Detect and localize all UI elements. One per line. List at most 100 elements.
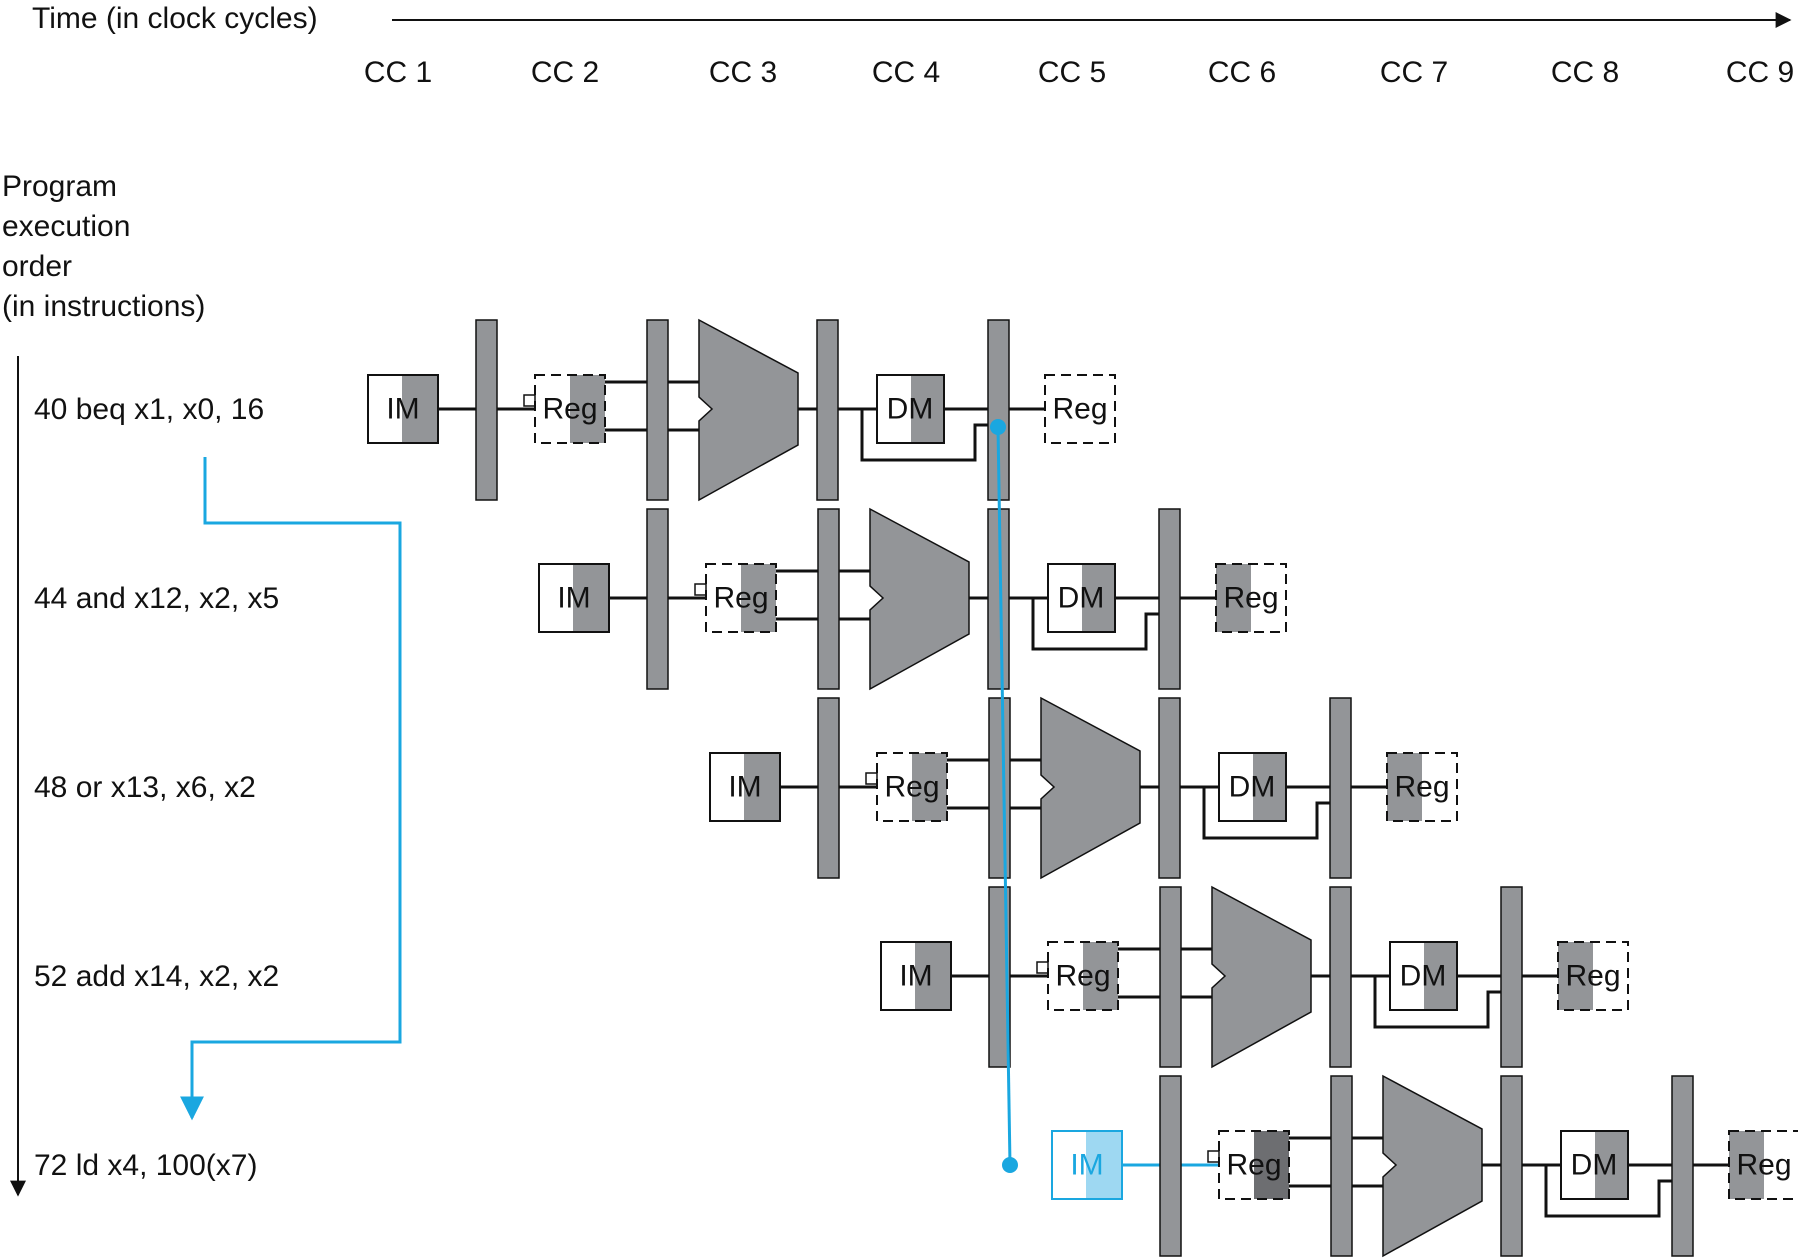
reg-read-shade	[570, 375, 605, 443]
register-read-box	[534, 374, 606, 444]
reg-read-label: Reg	[713, 582, 768, 615]
cycle-label: CC 4	[872, 56, 940, 89]
register-write-box	[1044, 374, 1116, 444]
branch-resolve-line	[996, 426, 1012, 1166]
im-label: IM	[1070, 1149, 1103, 1182]
pipeline-register	[1159, 886, 1182, 1068]
data-memory-box	[1560, 1130, 1629, 1200]
dm-label: DM	[1571, 1149, 1618, 1182]
reg-write-label: Reg	[1565, 960, 1620, 993]
pipeline-register	[1500, 886, 1523, 1068]
instruction-memory-box	[709, 752, 781, 822]
alu	[1040, 696, 1141, 880]
bypass-wire	[1353, 974, 1501, 1029]
cycle-label: CC 9	[1726, 56, 1794, 89]
pipeline-register	[646, 319, 669, 501]
branch-indicators	[180, 419, 1018, 1173]
cycle-label: CC 7	[1380, 56, 1448, 89]
register-write-box	[1386, 752, 1458, 822]
reg-write-port	[1036, 961, 1049, 974]
reg-write-label: Reg	[1736, 1149, 1791, 1182]
im-shade	[1086, 1131, 1122, 1199]
pipeline-register	[1330, 1075, 1353, 1257]
reg-read-label: Reg	[884, 771, 939, 804]
alu	[1382, 1074, 1483, 1258]
register-write-box	[1215, 563, 1287, 633]
cycle-label: CC 5	[1038, 56, 1106, 89]
pipeline-register	[1158, 508, 1181, 690]
branch-target-arrow	[180, 457, 402, 1121]
reg-read-label: Reg	[1055, 960, 1110, 993]
order-axis-label-line-4: (in instructions)	[2, 290, 205, 323]
order-axis-label-line-1: Program	[2, 170, 117, 203]
pipeline-register	[646, 508, 669, 690]
dm-shade	[911, 375, 944, 443]
register-read-box	[876, 752, 948, 822]
instruction-memory-box	[880, 941, 952, 1011]
pipeline-register	[1158, 697, 1181, 879]
reg-write-port	[1207, 1150, 1220, 1163]
reg-read-label: Reg	[1226, 1149, 1281, 1182]
cycle-label: CC 1	[364, 56, 432, 89]
reg-read-shade	[1254, 1131, 1289, 1199]
instruction-row: 44 and x12, x2, x5 IM Reg DM Reg	[34, 507, 1287, 691]
bypass-wire	[840, 407, 988, 462]
data-memory-box	[1047, 563, 1116, 633]
im-label: IM	[557, 582, 590, 615]
alu	[869, 507, 970, 691]
pipeline-register	[1329, 886, 1352, 1068]
branch-resolve-dot-end	[1002, 1157, 1018, 1173]
cycle-label: CC 8	[1551, 56, 1619, 89]
program-order-axis: Program execution order (in instructions…	[2, 170, 205, 1197]
branch-resolve-dot-start	[990, 419, 1006, 435]
im-label: IM	[899, 960, 932, 993]
pipeline-register	[1159, 1075, 1182, 1257]
im-shade	[573, 564, 609, 632]
time-axis-label: Time (in clock cycles)	[32, 2, 318, 35]
pipeline-register	[1500, 1075, 1523, 1257]
dm-shade	[1424, 942, 1457, 1010]
instruction-memory-box	[1051, 1130, 1123, 1200]
pipeline-register	[817, 508, 840, 690]
register-read-box	[705, 563, 777, 633]
pipeline-register	[475, 319, 498, 501]
order-axis-label-line-2: execution	[2, 210, 130, 243]
instruction-label: 48 or x13, x6, x2	[34, 771, 256, 804]
data-memory-box	[1218, 752, 1287, 822]
bypass-wire	[1182, 785, 1330, 840]
reg-write-port	[694, 583, 707, 596]
cycle-label: CC 2	[531, 56, 599, 89]
instruction-memory-box	[538, 563, 610, 633]
reg-write-shade	[1387, 753, 1422, 821]
register-read-box	[1218, 1130, 1290, 1200]
reg-write-shade	[1216, 564, 1251, 632]
reg-write-port	[865, 772, 878, 785]
reg-write-label: Reg	[1223, 582, 1278, 615]
reg-write-port	[523, 394, 536, 407]
instruction-label: 40 beq x1, x0, 16	[34, 393, 264, 426]
instruction-label: 52 add x14, x2, x2	[34, 960, 279, 993]
dm-shade	[1082, 564, 1115, 632]
reg-write-label: Reg	[1052, 393, 1107, 426]
im-shade	[915, 942, 951, 1010]
reg-write-shade	[1729, 1131, 1764, 1199]
reg-read-shade	[1083, 942, 1118, 1010]
instruction-label: 44 and x12, x2, x5	[34, 582, 279, 615]
reg-read-label: Reg	[542, 393, 597, 426]
im-label: IM	[728, 771, 761, 804]
data-memory-box	[876, 374, 945, 444]
order-axis-label-line-3: order	[2, 250, 72, 283]
im-shade	[744, 753, 780, 821]
dm-label: DM	[1229, 771, 1276, 804]
reg-write-shade	[1558, 942, 1593, 1010]
alu	[1211, 885, 1312, 1069]
pipeline-register	[817, 697, 840, 879]
register-write-box	[1557, 941, 1629, 1011]
dm-label: DM	[1058, 582, 1105, 615]
im-label: IM	[386, 393, 419, 426]
